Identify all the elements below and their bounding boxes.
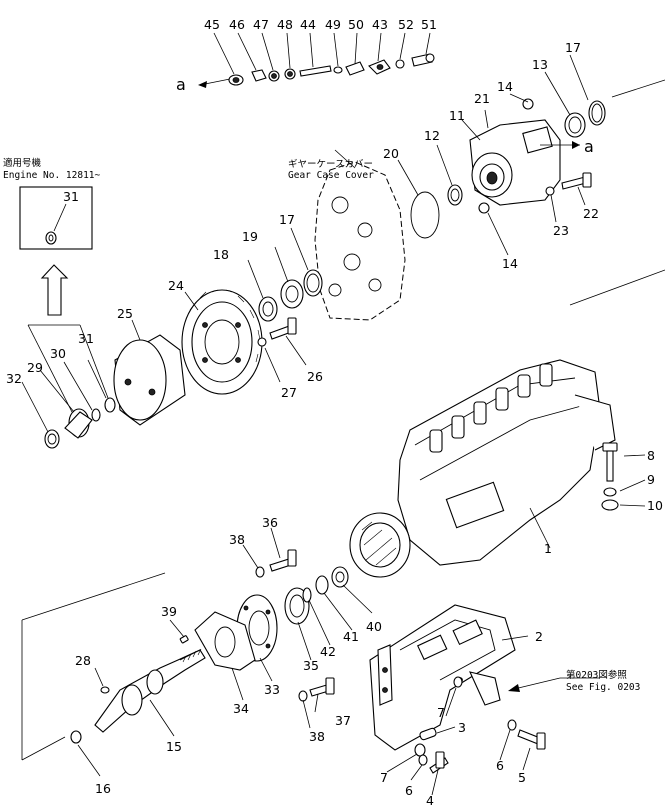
callout-22: 22 (583, 206, 599, 221)
callout-17-top: 17 (565, 40, 581, 55)
drive-gear-assembly (21, 227, 323, 449)
drive-shaft (21, 572, 206, 777)
callout-37: 37 (335, 713, 351, 728)
callout-28: 28 (75, 653, 91, 668)
governor-housing (397, 54, 665, 306)
callout-13: 13 (532, 57, 548, 72)
callout-36: 36 (262, 515, 278, 530)
callout-51: 51 (421, 17, 437, 32)
callout-17-mid: 17 (279, 212, 295, 227)
callout-4: 4 (426, 793, 434, 806)
callout-45: 45 (204, 17, 220, 32)
callout-49: 49 (325, 17, 341, 32)
callout-9: 9 (647, 472, 655, 487)
callout-numbers: 45 46 47 48 44 49 50 43 52 51 17 13 14 2… (6, 17, 663, 806)
callout-46: 46 (229, 17, 245, 32)
marker-a-left: a (176, 75, 186, 94)
callout-48: 48 (277, 17, 293, 32)
callout-20: 20 (383, 146, 399, 161)
callout-23: 23 (553, 223, 569, 238)
callout-7-bracket: 7 (437, 705, 445, 720)
callout-38-upper: 38 (229, 532, 245, 547)
callout-47: 47 (253, 17, 269, 32)
callout-42: 42 (320, 644, 336, 659)
gear-case-label-en: Gear Case Cover (288, 170, 374, 181)
callout-19: 19 (242, 229, 258, 244)
fuel-fitting-row (198, 32, 435, 88)
coupling-parts (169, 527, 373, 729)
callout-33: 33 (264, 682, 280, 697)
callout-10: 10 (647, 498, 663, 513)
callout-44: 44 (300, 17, 316, 32)
gear-case-cover (314, 149, 406, 321)
pump-bracket (369, 604, 600, 796)
callout-50: 50 (348, 17, 364, 32)
callout-26: 26 (307, 369, 323, 384)
gear-case-label-jp: ギヤーケースカバー (288, 159, 373, 170)
callout-6-right: 6 (496, 758, 504, 773)
callout-32: 32 (6, 371, 22, 386)
callout-31-inset: 31 (63, 189, 79, 204)
injection-pump (349, 359, 616, 578)
callout-35: 35 (303, 658, 319, 673)
see-fig-label-jp: 第0203図参照 (566, 669, 627, 681)
callout-38-lower: 38 (309, 729, 325, 744)
callout-6-lower: 6 (405, 783, 413, 798)
callout-24: 24 (168, 278, 184, 293)
callout-3: 3 (458, 720, 466, 735)
callout-31: 31 (78, 331, 94, 346)
callout-21: 21 (474, 91, 490, 106)
callout-40: 40 (366, 619, 382, 634)
marker-a-right: a (584, 137, 594, 156)
callout-7-lower: 7 (380, 770, 388, 785)
applicable-engine-box (19, 186, 93, 316)
callout-5: 5 (518, 770, 526, 785)
callout-14-bottom: 14 (502, 256, 518, 271)
callout-43: 43 (372, 17, 388, 32)
see-fig-label-en: See Fig. 0203 (566, 682, 640, 693)
applicable-label-jp: 適用号機 (3, 157, 42, 169)
callout-29: 29 (27, 360, 43, 375)
bolt-8-group (601, 442, 646, 511)
callout-12: 12 (424, 128, 440, 143)
callout-30: 30 (50, 346, 66, 361)
callout-1: 1 (544, 541, 552, 556)
callout-27: 27 (281, 385, 297, 400)
callout-8: 8 (647, 448, 655, 463)
callout-16: 16 (95, 781, 111, 796)
callout-14-top: 14 (497, 79, 513, 94)
applicable-label-en: Engine No. 12811~ (3, 170, 101, 181)
callout-2: 2 (535, 629, 543, 644)
callout-15: 15 (166, 739, 182, 754)
callout-52: 52 (398, 17, 414, 32)
callout-18: 18 (213, 247, 229, 262)
callout-25: 25 (117, 306, 133, 321)
callout-11: 11 (449, 108, 465, 123)
callout-39: 39 (161, 604, 177, 619)
callout-41: 41 (343, 629, 359, 644)
callout-34: 34 (233, 701, 249, 716)
